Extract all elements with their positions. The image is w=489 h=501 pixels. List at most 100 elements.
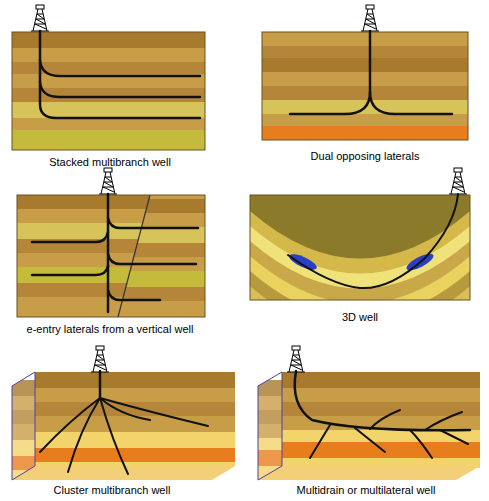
- dual-panel: [262, 5, 468, 140]
- rig-crown: [36, 5, 44, 9]
- fault-block: [17, 185, 205, 321]
- panel-border: [12, 32, 205, 150]
- rock-layer: [250, 195, 470, 300]
- rig-strut: [367, 14, 374, 19]
- rig-strut: [37, 14, 44, 19]
- well-path: [355, 428, 385, 452]
- well-path: [99, 371, 102, 398]
- rig-strut: [453, 187, 464, 192]
- panel-caption: Stacked multibranch well: [49, 156, 171, 169]
- panel-border: [17, 195, 205, 317]
- rock-layer: [12, 396, 35, 410]
- rig-strut: [293, 355, 300, 360]
- well-path: [108, 218, 198, 228]
- rig-strut: [97, 355, 104, 360]
- rig-crown: [454, 168, 462, 172]
- rig-strut: [35, 24, 46, 29]
- rig-strut: [36, 19, 45, 24]
- fault-line: [118, 195, 150, 317]
- panel-border: [250, 195, 470, 300]
- rock-layer: [17, 243, 205, 257]
- panel-border: [262, 32, 468, 140]
- stacked-panel: [12, 5, 205, 150]
- drilling-rig: [361, 5, 379, 31]
- rock-layer: [282, 388, 480, 402]
- well-path: [100, 398, 128, 474]
- rig-strut: [455, 177, 462, 182]
- rock-layer: [35, 432, 235, 448]
- rock-layer: [35, 388, 235, 402]
- rock-layer: [262, 58, 468, 72]
- well-path: [108, 254, 196, 264]
- rock-layer: [12, 118, 205, 130]
- well-path: [440, 430, 468, 444]
- well-path: [100, 398, 208, 426]
- rock-layer: [12, 130, 205, 150]
- well-path: [40, 60, 200, 76]
- rock-layer: [12, 380, 35, 396]
- well-path: [370, 92, 452, 114]
- syncline-panel: [250, 168, 470, 334]
- well-path: [32, 266, 108, 275]
- rig-strut: [95, 365, 106, 370]
- side-border: [12, 372, 35, 480]
- well-path: [108, 290, 160, 300]
- rock-layer: [250, 195, 470, 300]
- rock-layer: [17, 301, 205, 321]
- panel-caption: 3D well: [342, 311, 378, 324]
- rock-layer: [262, 32, 468, 46]
- rock-layer: [12, 440, 35, 456]
- rig-crown: [292, 346, 300, 350]
- rock-layer: [258, 450, 282, 466]
- rock-layer: [250, 195, 470, 274]
- well-path: [100, 398, 150, 420]
- rig-strut: [291, 365, 302, 370]
- rock-layer: [17, 287, 205, 301]
- rock-layer: [282, 372, 480, 388]
- panel-caption: Multidrain or multilateral well: [297, 484, 436, 497]
- rock-layer: [12, 410, 35, 424]
- rock-layer: [262, 126, 468, 140]
- rig-strut: [292, 360, 301, 365]
- syncline-panel: [250, 195, 470, 300]
- rock-layer: [258, 380, 282, 396]
- rock-layer: [17, 227, 205, 243]
- well-path: [425, 412, 462, 430]
- base-face: [12, 466, 235, 480]
- well-path: [288, 194, 458, 288]
- rig-strut: [366, 19, 375, 24]
- panel-caption: e-entry laterals from a vertical well: [27, 323, 194, 336]
- rig-strut: [454, 182, 463, 187]
- rock-layer: [35, 448, 235, 462]
- rock-layer: [250, 195, 470, 300]
- rock-layer: [262, 72, 468, 86]
- rock-layer: [17, 213, 205, 227]
- rock-layer: [282, 402, 480, 416]
- multilateral-panel: [258, 346, 480, 496]
- panel-caption: Dual opposing laterals: [311, 150, 420, 163]
- rig-crown: [104, 168, 112, 172]
- rock-layer: [17, 199, 205, 213]
- well-path: [32, 232, 108, 242]
- panel-caption: Cluster multibranch well: [54, 484, 171, 497]
- base-face: [258, 466, 480, 480]
- drilling-rig: [91, 346, 109, 372]
- rig-strut: [103, 187, 114, 192]
- well-path: [370, 410, 400, 429]
- drilling-rig: [99, 168, 117, 194]
- rock-layer: [17, 185, 205, 199]
- well-path: [295, 371, 470, 430]
- well-path: [40, 82, 200, 97]
- rig-strut: [96, 360, 105, 365]
- well-path: [290, 31, 370, 114]
- rock-layer: [35, 416, 235, 432]
- well-path: [40, 31, 200, 118]
- rock-layer: [250, 195, 470, 289]
- rig-strut: [104, 182, 113, 187]
- rock-layer: [35, 372, 235, 388]
- well-path: [68, 398, 100, 472]
- side-border: [258, 372, 282, 480]
- well-path: [40, 398, 100, 452]
